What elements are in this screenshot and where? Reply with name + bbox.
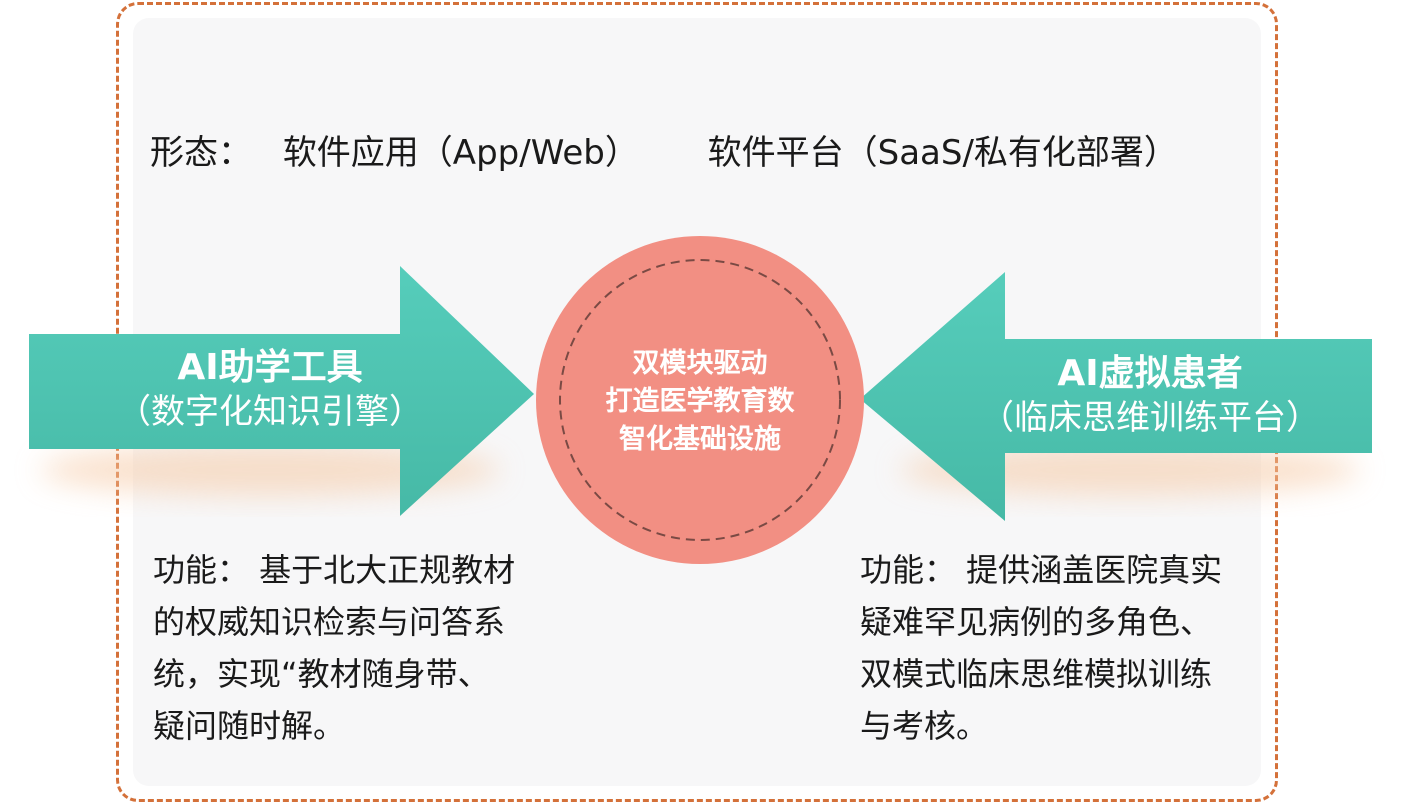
right-module-subtitle: （临床思维训练平台） — [980, 398, 1320, 438]
right-arrow-shadow — [900, 444, 1360, 496]
form-option-app-web: 软件应用（App/Web） — [282, 133, 639, 173]
form-label: 形态： — [150, 133, 252, 173]
center-line: 打造医学教育数 — [605, 386, 795, 417]
right-module-label: AI虚拟患者 （临床思维训练平台） — [940, 352, 1360, 440]
left-arrow — [29, 266, 534, 516]
description-line: 统，实现“教材随身带、 — [153, 655, 490, 693]
center-circle — [536, 236, 864, 564]
description-line: 功能： 提供涵盖医院真实 — [860, 551, 1223, 589]
form-row: 形态： 软件应用（App/Web） 软件平台（SaaS/私有化部署） — [150, 128, 1178, 178]
description-line: 双模式临床思维模拟训练 — [860, 655, 1213, 693]
left-arrow-shadow — [40, 444, 500, 496]
left-module-description: 功能： 基于北大正规教材 的权威知识检索与问答系 统，实现“教材随身带、 疑问随… — [153, 544, 553, 752]
left-module-label: AI助学工具 （数字化知识引擎） — [60, 346, 480, 434]
description-line: 的权威知识检索与问答系 — [153, 603, 506, 641]
left-module-title: AI助学工具 — [177, 347, 363, 388]
right-module-description: 功能： 提供涵盖医院真实 疑难罕见病例的多角色、 双模式临床思维模拟训练 与考核… — [860, 544, 1260, 752]
description-line: 功能： 基于北大正规教材 — [153, 551, 516, 589]
center-line: 双模块驱动 — [632, 348, 768, 379]
right-module-title: AI虚拟患者 — [1057, 353, 1243, 394]
description-line: 疑问随时解。 — [153, 707, 346, 745]
center-circle-dashed-ring — [559, 259, 841, 541]
left-module-subtitle: （数字化知识引擎） — [117, 392, 423, 432]
center-label: 双模块驱动 打造医学教育数 智化基础设施 — [560, 345, 840, 459]
center-line: 智化基础设施 — [619, 424, 781, 455]
right-arrow — [860, 272, 1372, 521]
form-option-saas: 软件平台（SaaS/私有化部署） — [707, 133, 1178, 173]
description-line: 疑难罕见病例的多角色、 — [860, 603, 1213, 641]
description-line: 与考核。 — [860, 707, 989, 745]
